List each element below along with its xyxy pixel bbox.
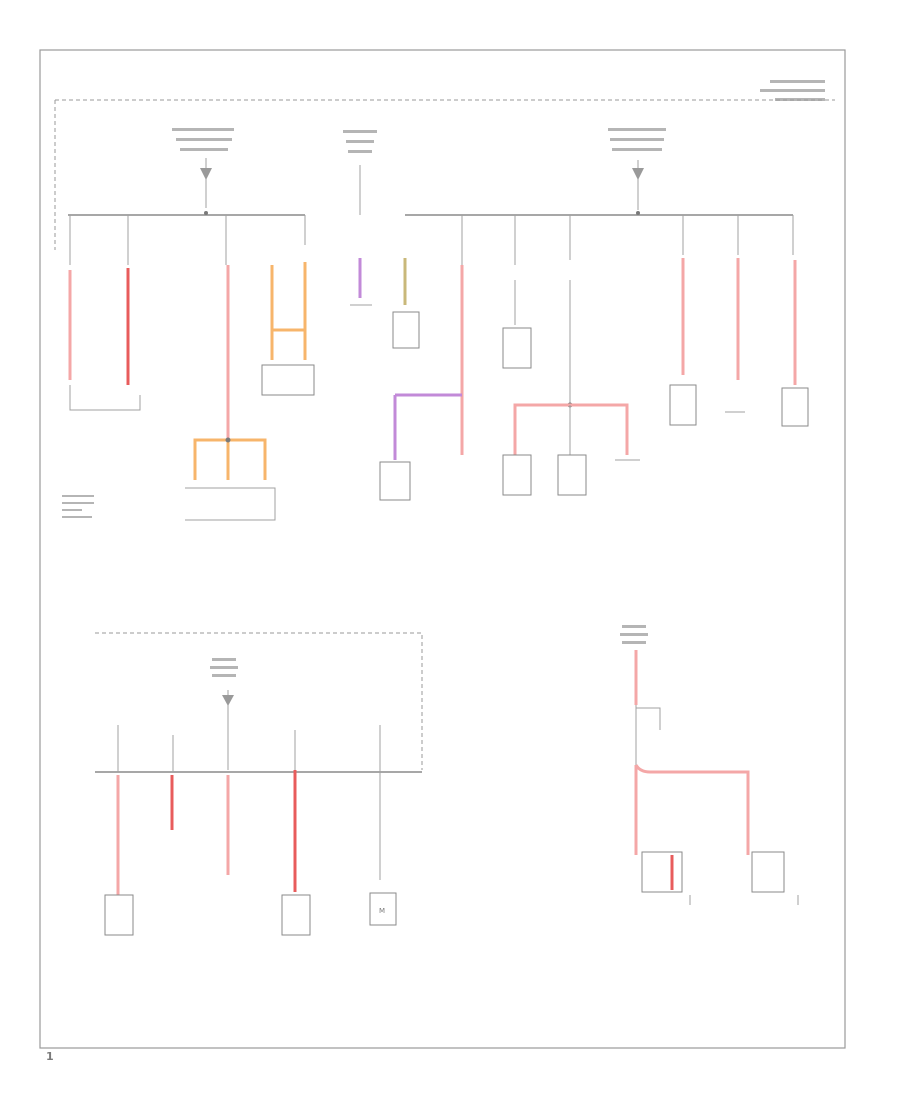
top-harness-dashed-line	[54, 99, 835, 250]
fuse-box-left	[68, 128, 305, 216]
bottom-harness-dashed-line	[95, 632, 423, 770]
diagram-frame	[39, 49, 846, 1049]
fuse-box-bottom-left	[95, 658, 422, 773]
module-box-8	[781, 387, 809, 427]
fuse-box-right	[405, 128, 793, 216]
fuse-box-middle	[343, 130, 377, 215]
module-box-6	[557, 454, 587, 496]
wire-11	[513, 403, 629, 455]
module-box-10	[281, 894, 311, 936]
wire-20	[634, 764, 750, 855]
page-number: 1	[46, 1050, 54, 1063]
module-box-4	[502, 327, 532, 369]
motor-box	[369, 892, 397, 926]
module-box-5	[502, 454, 532, 496]
wire-10	[393, 393, 462, 460]
module-box-1	[261, 364, 315, 396]
module-box-2	[392, 311, 420, 349]
wire-6	[193, 438, 267, 480]
module-box-9	[104, 894, 134, 936]
legend	[62, 495, 94, 518]
module-box-11	[641, 851, 683, 893]
motor-label: M	[379, 907, 385, 915]
module-box-3	[379, 461, 411, 501]
module-box-12	[751, 851, 785, 893]
title-block	[760, 80, 825, 101]
fuse-box-bottom-right	[620, 625, 648, 644]
module-box-7	[669, 384, 697, 426]
